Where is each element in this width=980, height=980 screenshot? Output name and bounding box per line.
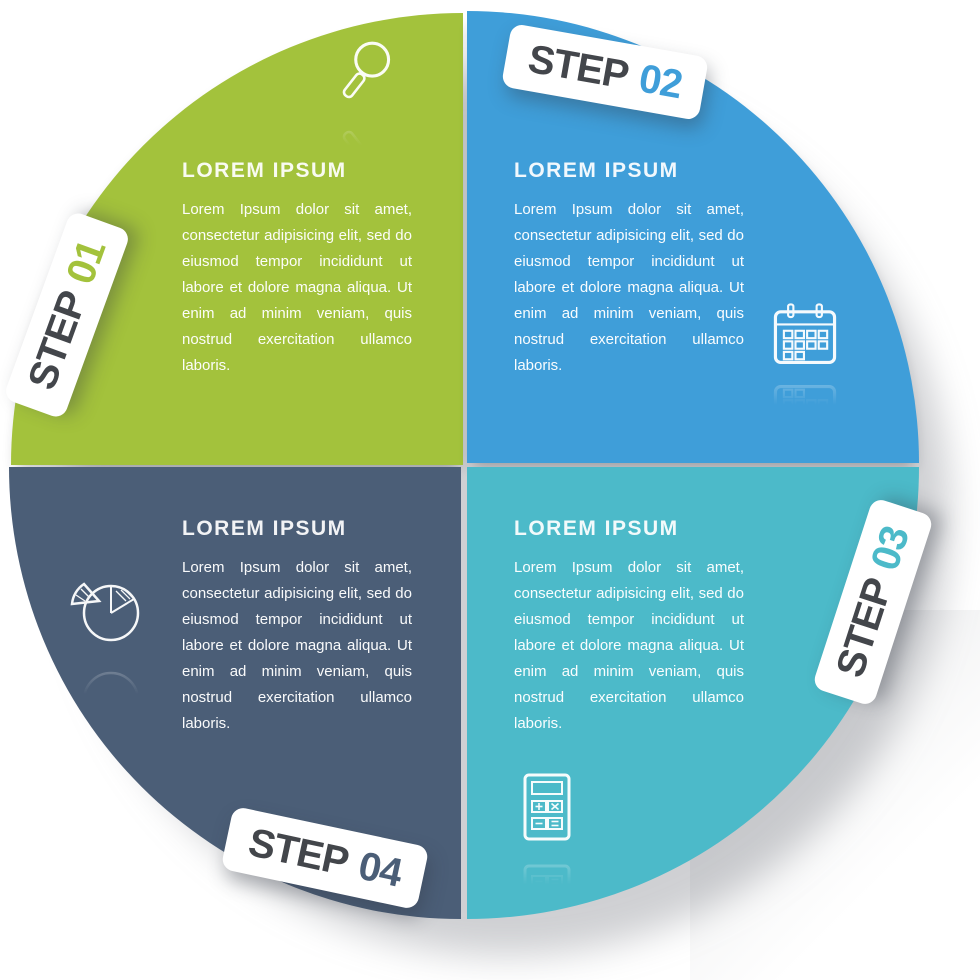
step-04-tab-number: 04 bbox=[354, 843, 406, 896]
step-01-body: Lorem Ipsum dolor sit amet, consectetur … bbox=[182, 201, 412, 374]
step-04-tab-label: STEP bbox=[244, 819, 353, 884]
step-03-tab-number: 03 bbox=[862, 521, 918, 576]
step-04-body: Lorem Ipsum dolor sit amet, consectetur … bbox=[182, 559, 412, 732]
step-01-tab-number: 01 bbox=[57, 234, 114, 290]
pie-chart-icon bbox=[59, 559, 155, 655]
step-02-body: Lorem Ipsum dolor sit amet, consectetur … bbox=[514, 201, 744, 374]
step-01-heading: LOREM IPSUM bbox=[182, 159, 347, 182]
step-03-body: Lorem Ipsum dolor sit amet, consectetur … bbox=[514, 559, 744, 732]
step-02-tab-label: STEP bbox=[524, 36, 632, 98]
step-02-heading: LOREM IPSUM bbox=[514, 159, 679, 182]
calendar-icon bbox=[767, 297, 843, 373]
magnifier-icon bbox=[327, 35, 405, 113]
calculator-icon bbox=[507, 771, 587, 851]
step-02-tab-number: 02 bbox=[635, 55, 686, 107]
step-04-heading: LOREM IPSUM bbox=[182, 517, 347, 540]
step-03-heading: LOREM IPSUM bbox=[514, 517, 679, 540]
